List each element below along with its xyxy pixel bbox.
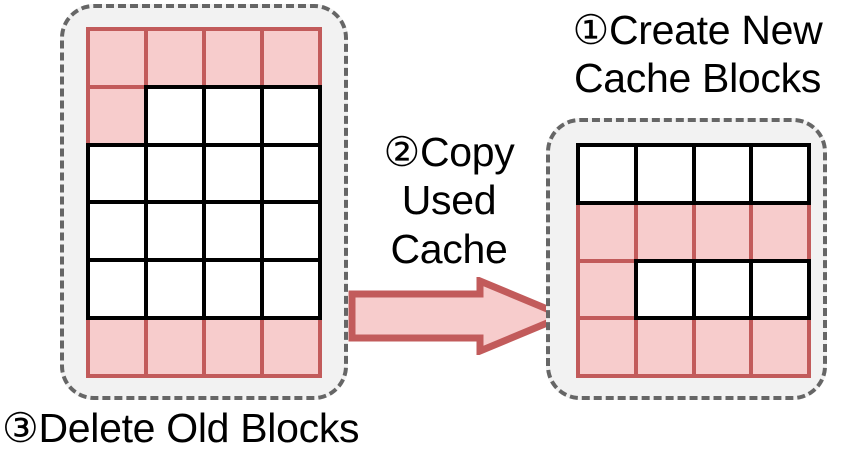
- new-cache-cell-free: [633, 258, 696, 321]
- old-cache-cell-free: [202, 84, 264, 147]
- new-cache-cell-free: [691, 258, 754, 321]
- copy-arrow-shape: [348, 277, 568, 355]
- old-cache-cell-free: [202, 200, 264, 263]
- label-copy-used-cache: ②Copy Used Cache: [383, 129, 515, 272]
- label-create-new-cache-blocks: ①Create New Cache Blocks: [572, 7, 823, 102]
- old-cache-cell-free: [86, 142, 148, 205]
- old-cache-cell-free: [202, 142, 264, 205]
- old-cache-cell-free: [144, 200, 206, 263]
- new-cache-cell-free: [749, 258, 811, 321]
- old-cache-cell-used: [86, 27, 148, 89]
- new-cache-cell-free: [576, 143, 638, 205]
- old-cache-cell-free: [144, 84, 206, 147]
- old-cache-cell-used: [260, 316, 322, 378]
- new-cache-cell-used: [633, 316, 696, 378]
- old-cache-cell-used: [86, 316, 148, 378]
- old-cache-cell-used: [144, 27, 206, 89]
- new-cache-cell-used: [576, 258, 638, 321]
- new-cache-cell-used: [576, 316, 638, 378]
- old-cache-blocks-grid: [86, 27, 322, 378]
- old-cache-cell-free: [260, 200, 322, 263]
- old-cache-cell-free: [86, 200, 148, 263]
- new-cache-blocks-grid: [576, 143, 811, 378]
- old-cache-cell-free: [144, 142, 206, 205]
- new-cache-cell-used: [749, 200, 811, 263]
- old-cache-cell-used: [260, 27, 322, 89]
- old-cache-cell-free: [144, 258, 206, 321]
- new-cache-cell-used: [633, 200, 696, 263]
- old-cache-cell-free: [202, 258, 264, 321]
- old-cache-cell-used: [86, 84, 148, 147]
- old-cache-cell-free: [260, 142, 322, 205]
- new-cache-cell-used: [576, 200, 638, 263]
- old-cache-cell-used: [202, 316, 264, 378]
- label-delete-old-blocks: ③Delete Old Blocks: [2, 405, 360, 451]
- old-cache-cell-free: [86, 258, 148, 321]
- new-cache-cell-used: [691, 200, 754, 263]
- new-cache-cell-free: [691, 143, 754, 205]
- copy-arrow: [348, 277, 568, 355]
- old-cache-cell-used: [202, 27, 264, 89]
- old-cache-cell-used: [144, 316, 206, 378]
- new-cache-cell-used: [749, 316, 811, 378]
- new-cache-cell-used: [691, 316, 754, 378]
- old-cache-cell-free: [260, 258, 322, 321]
- old-cache-cell-free: [260, 84, 322, 147]
- new-cache-cell-free: [749, 143, 811, 205]
- new-cache-cell-free: [633, 143, 696, 205]
